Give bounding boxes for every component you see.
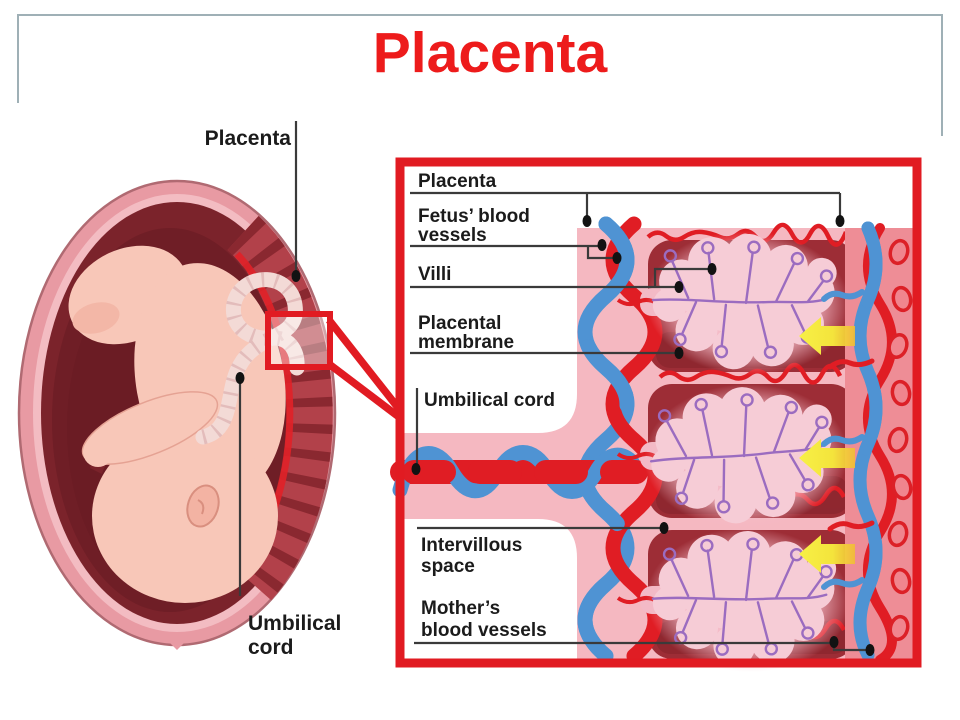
leader-endpoints <box>411 215 875 656</box>
fetus <box>68 245 286 603</box>
uterus-overview-figure: Placenta Umbilical cord <box>17 121 402 659</box>
detail-placenta-label: Placenta <box>418 171 497 192</box>
detail-umbilical-label: Umbilical cord <box>424 390 555 411</box>
zoom-box <box>265 311 333 370</box>
umbilical-cord-horizontal <box>390 445 648 499</box>
overview-umbilical-label-line2: cord <box>248 636 294 659</box>
detail-mothers-vessels-line2: blood vessels <box>421 620 547 641</box>
fetal-vessels-vertical <box>577 216 663 664</box>
zoom-connector-bottom <box>326 361 402 420</box>
detail-fetus-vessels-line2: vessels <box>418 225 487 246</box>
detail-membrane-line1: Placental <box>418 313 501 334</box>
detail-membrane-line2: membrane <box>418 332 514 353</box>
cervix-notch <box>168 641 186 650</box>
overview-placenta-label: Placenta <box>205 127 292 150</box>
zoom-connector-top <box>326 317 402 412</box>
slide-border-right <box>941 14 943 136</box>
highlight-region <box>268 314 330 367</box>
detail-mothers-vessels-line1: Mother’s <box>421 598 500 619</box>
placenta-detail-figure: Placenta Fetus’ blood vessels Villi Plac… <box>390 157 922 677</box>
slide-border-left <box>17 14 19 103</box>
maternal-blood-cells <box>887 238 913 642</box>
slide-title: Placenta <box>372 21 608 85</box>
overview-umbilical-label-line1: Umbilical <box>248 612 341 635</box>
detail-box-border <box>395 157 922 668</box>
slide-border-top <box>17 14 943 16</box>
detail-villi-label: Villi <box>418 264 451 285</box>
detail-fetus-vessels-line1: Fetus’ blood <box>418 206 530 227</box>
detail-intervillous-line1: Intervillous <box>421 535 522 556</box>
detail-leader-lines <box>410 191 867 652</box>
detail-intervillous-line2: space <box>421 556 475 577</box>
uterine-wall <box>821 221 913 665</box>
villi-trees <box>616 224 855 677</box>
